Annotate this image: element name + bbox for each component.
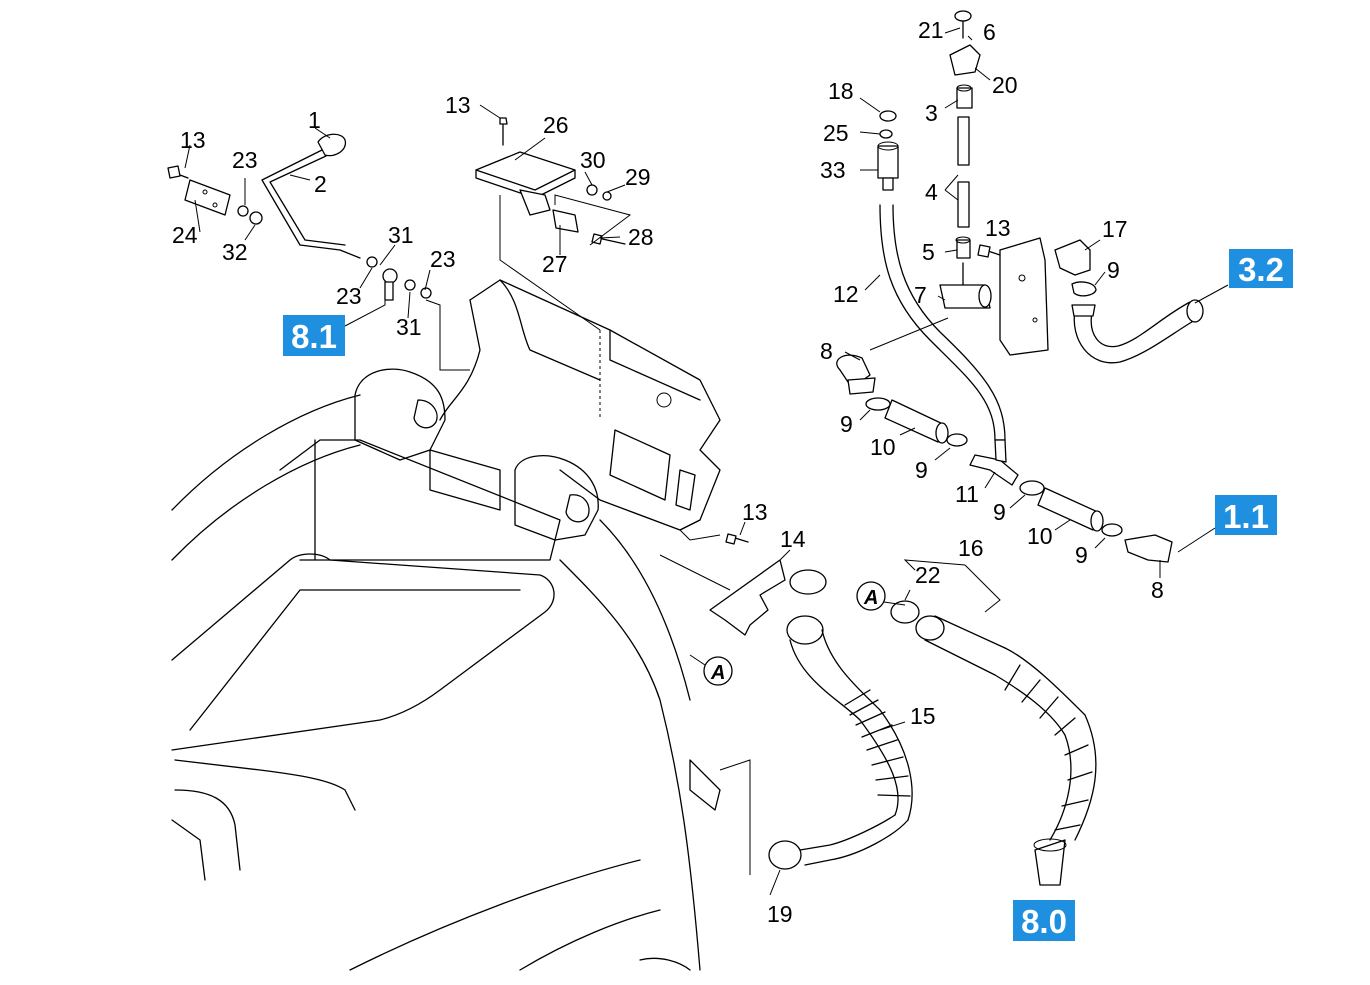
reference-marker-a2-text: A xyxy=(863,587,878,609)
part-label-29: 29 xyxy=(625,164,651,190)
tank-body xyxy=(171,279,721,971)
part-label-21: 21 xyxy=(918,17,944,43)
part-label-31a: 31 xyxy=(388,222,414,248)
part-label-17: 17 xyxy=(1102,216,1128,242)
part-label-7: 7 xyxy=(914,282,927,308)
part-label-26: 26 xyxy=(543,112,569,138)
part-label-15: 15 xyxy=(910,703,936,729)
part-label-20: 20 xyxy=(992,72,1018,98)
part-label-10b: 10 xyxy=(1027,523,1053,549)
section-tag-1-1[interactable]: 1.1 xyxy=(1215,495,1277,535)
valve-assembly xyxy=(877,10,1204,441)
part-label-33: 33 xyxy=(820,157,846,183)
part-label-4: 4 xyxy=(925,179,938,205)
part-label-30: 30 xyxy=(580,147,606,173)
section-tag-1-1-text: 1.1 xyxy=(1223,498,1269,535)
part-label-16: 16 xyxy=(958,535,984,561)
part-label-13d: 13 xyxy=(742,499,768,525)
part-label-9d: 9 xyxy=(993,499,1006,525)
part-label-32: 32 xyxy=(222,239,248,265)
part-label-25: 25 xyxy=(823,120,849,146)
part-label-9b: 9 xyxy=(840,411,853,437)
part-label-23a: 23 xyxy=(232,147,258,173)
part-label-8a: 8 xyxy=(820,338,833,364)
reference-marker-a2: A xyxy=(856,581,886,611)
part-label-22: 22 xyxy=(915,562,941,588)
part-label-9a: 9 xyxy=(1107,257,1120,283)
lever-assembly xyxy=(167,133,432,301)
part-label-9e: 9 xyxy=(1075,542,1088,568)
part-label-8b: 8 xyxy=(1151,577,1164,603)
part-label-10a: 10 xyxy=(870,434,896,460)
part-label-3: 3 xyxy=(925,100,938,126)
part-label-1: 1 xyxy=(308,107,321,133)
part-label-19: 19 xyxy=(767,901,793,927)
part-label-6: 6 xyxy=(983,19,996,45)
part-label-13b: 13 xyxy=(445,92,471,118)
part-label-2: 2 xyxy=(314,171,327,197)
section-tag-3-2[interactable]: 3.2 xyxy=(1229,249,1293,288)
part-label-31b: 31 xyxy=(396,314,422,340)
part-label-13c: 13 xyxy=(985,215,1011,241)
part-label-12: 12 xyxy=(833,281,859,307)
section-tag-8-1-text: 8.1 xyxy=(291,318,337,355)
reference-marker-a1: A xyxy=(703,656,733,686)
leader-lines xyxy=(184,27,1229,896)
part-label-14: 14 xyxy=(780,526,806,552)
part-label-28: 28 xyxy=(628,224,654,250)
hose-assemblies xyxy=(709,533,1097,886)
section-tag-3-2-text: 3.2 xyxy=(1238,251,1284,288)
part-label-5: 5 xyxy=(922,239,935,265)
reference-marker-a1-text: A xyxy=(710,662,725,684)
part-number-labels: 1 2 13 23 24 32 31 23 23 31 13 26 30 29 … xyxy=(172,17,1164,927)
part-label-11: 11 xyxy=(955,481,979,507)
part-label-27: 27 xyxy=(542,251,568,277)
section-tag-8-0[interactable]: 8.0 xyxy=(1013,900,1075,941)
section-tag-8-1[interactable]: 8.1 xyxy=(283,315,345,356)
part-label-23b: 23 xyxy=(336,283,362,309)
distribution-pipe xyxy=(836,354,1173,563)
part-label-13a: 13 xyxy=(180,127,206,153)
part-label-24: 24 xyxy=(172,222,198,248)
part-label-23c: 23 xyxy=(430,246,456,272)
section-tag-8-0-text: 8.0 xyxy=(1021,903,1067,940)
part-label-9c: 9 xyxy=(915,457,928,483)
part-label-18: 18 xyxy=(828,78,854,104)
